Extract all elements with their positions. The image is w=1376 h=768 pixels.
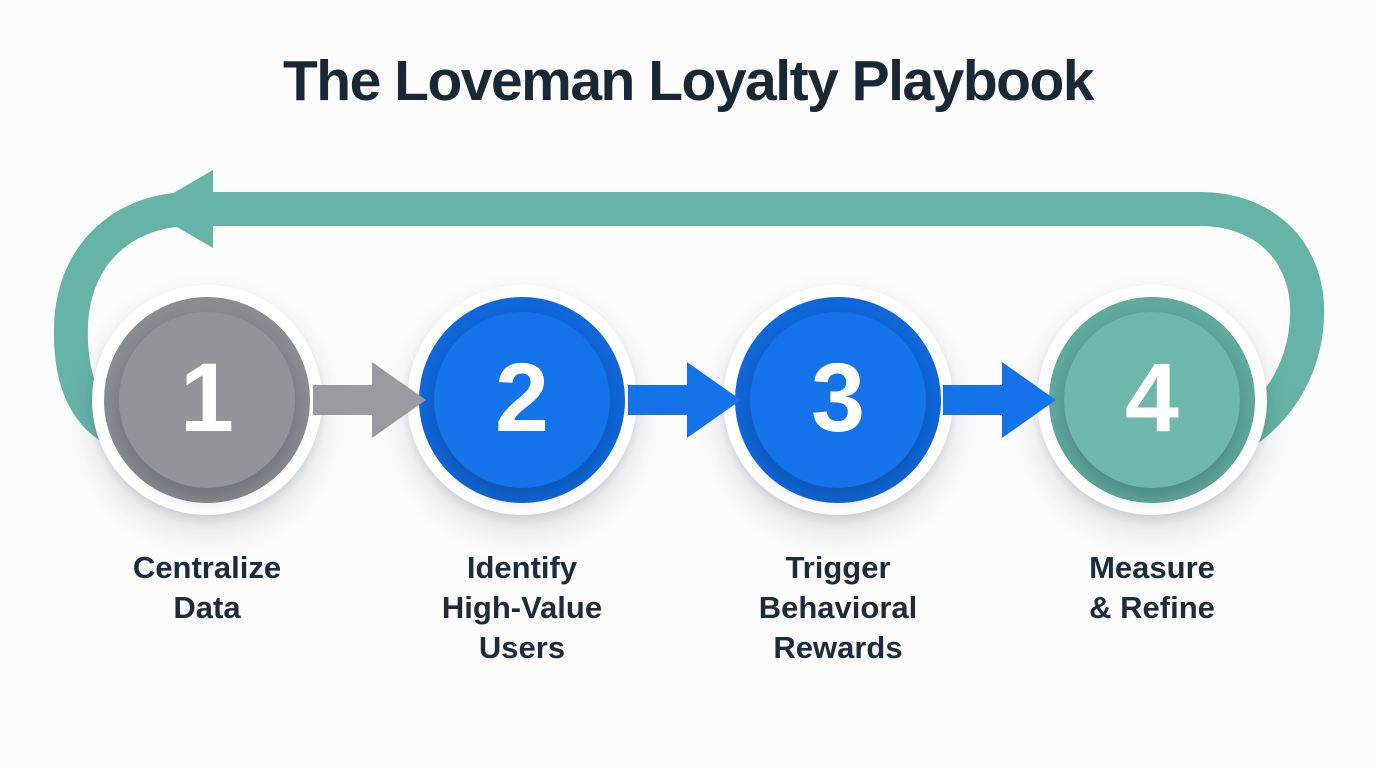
- step-4-circle-inner: 4: [1064, 312, 1240, 488]
- diagram-title: The Loveman Loyalty Playbook: [282, 49, 1095, 113]
- step-4-label-line: Measure: [1089, 550, 1215, 585]
- step-4-number: 4: [1125, 342, 1179, 452]
- step-1-circle: 1: [92, 285, 322, 515]
- step-2-label-line: Identify: [466, 550, 578, 585]
- step-3-label: Trigger Behavioral Rewards: [698, 548, 978, 668]
- step-4-label: Measure & Refine: [1012, 548, 1292, 628]
- step-1-label-line: Data: [173, 590, 241, 625]
- step-3-label-line: Trigger: [785, 550, 891, 585]
- step-1-number: 1: [180, 342, 234, 452]
- step-1-label: Centralize Data: [67, 548, 347, 628]
- step-1-label-line: Centralize: [132, 550, 282, 585]
- step-2-label: Identify High-Value Users: [382, 548, 662, 668]
- step-2-circle: 2: [407, 285, 637, 515]
- step-3-circle: 3: [723, 285, 953, 515]
- step-3-number: 3: [811, 342, 865, 452]
- step-2-label-line: Users: [478, 630, 566, 665]
- feedback-loop-arrowhead-icon: [146, 170, 213, 248]
- step-1-circle-inner: 1: [119, 312, 295, 488]
- step-3-label-line: Behavioral: [758, 590, 918, 625]
- step-4-circle: 4: [1037, 285, 1267, 515]
- step-4-label-line: & Refine: [1089, 590, 1215, 625]
- step-2-circle-inner: 2: [434, 312, 610, 488]
- step-3-circle-inner: 3: [750, 312, 926, 488]
- step-2-number: 2: [495, 342, 549, 452]
- step-2-label-line: High-Value: [441, 590, 603, 625]
- step-3-label-line: Rewards: [773, 630, 903, 665]
